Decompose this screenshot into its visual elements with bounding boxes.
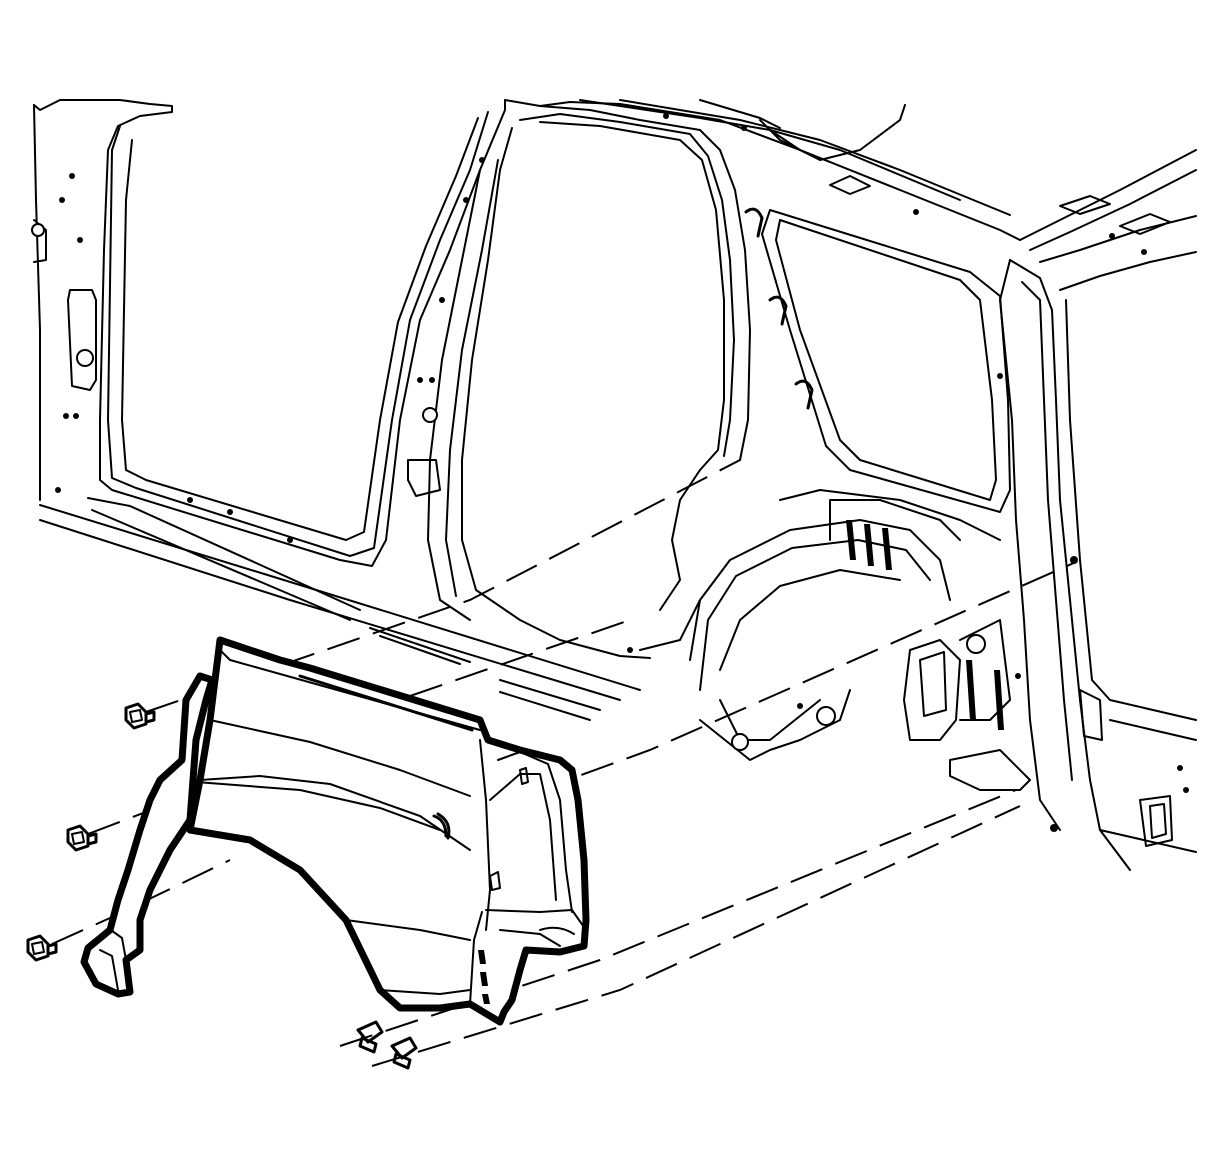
push-retainer-clip	[390, 1036, 418, 1070]
fastener-bolt	[26, 934, 58, 962]
fastener-bolt	[124, 702, 156, 730]
fastener-bolt	[66, 824, 98, 852]
fasteners	[26, 702, 451, 1070]
body-side-structure	[31, 99, 1197, 871]
push-retainer-clip	[432, 812, 451, 840]
rear-quarter-wheelhouse-panel	[80, 636, 590, 1026]
push-retainer-clip	[356, 1020, 384, 1054]
